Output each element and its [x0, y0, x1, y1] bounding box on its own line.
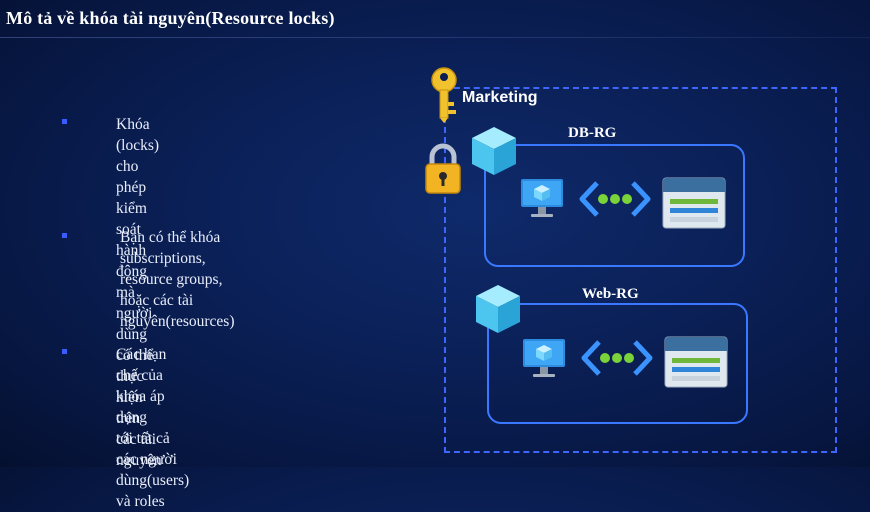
connection-icon — [579, 181, 651, 217]
resource-group-web-rg — [487, 303, 748, 424]
bullet-text: Khóa (locks) cho phép kiểm soát hành độn… — [116, 116, 162, 469]
bullet-text: Bạn có thể khóa subscriptions, resource … — [120, 229, 235, 330]
storage-icon — [662, 177, 726, 229]
lock-icon — [425, 143, 461, 194]
virtual-machine-icon — [521, 179, 563, 217]
bullet-marker — [62, 119, 67, 124]
marketing-label: Marketing — [462, 89, 538, 106]
db-rg-label: DB-RG — [568, 125, 617, 141]
bullet-marker — [62, 349, 67, 354]
virtual-machine-icon — [523, 339, 565, 377]
web-rg-label: Web-RG — [582, 286, 639, 302]
resource-group-db-rg — [484, 144, 745, 267]
bullet-marker — [62, 233, 67, 238]
resource-cube-icon — [472, 127, 516, 175]
key-icon — [431, 67, 457, 123]
title-divider — [0, 37, 870, 38]
connection-icon — [581, 340, 653, 376]
marketing-group-boundary — [444, 87, 837, 453]
resource-cube-icon — [476, 285, 520, 333]
storage-icon — [664, 336, 728, 388]
bullet-text: Các hạn chế của khóa áp dụng tới tất cả … — [116, 346, 190, 510]
slide-title: Mô tả về khóa tài nguyên(Resource locks) — [6, 8, 335, 28]
